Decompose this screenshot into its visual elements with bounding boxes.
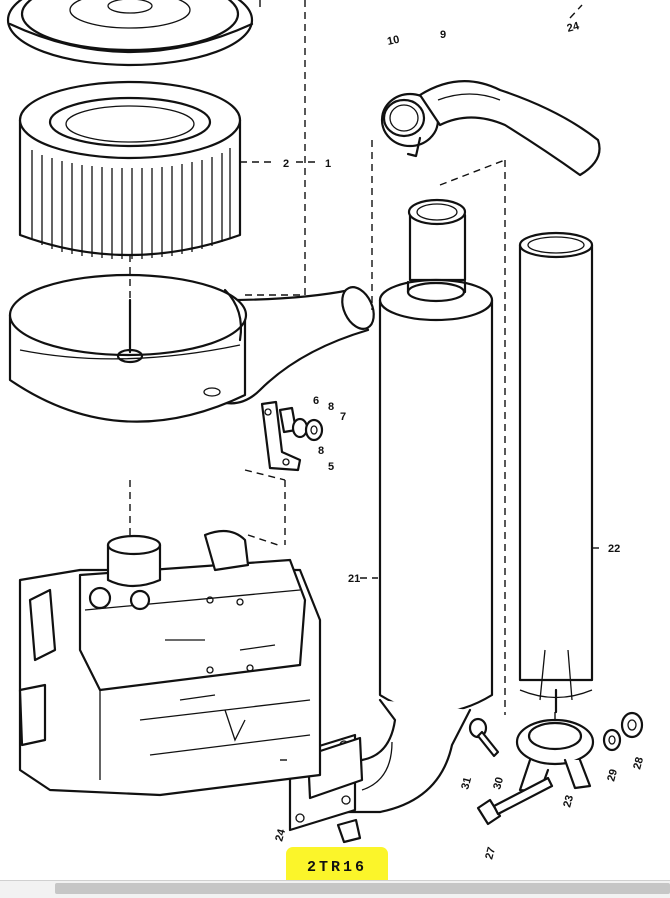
callout-27: 27 bbox=[483, 846, 498, 861]
callouts: 24 10 9 2 1 6 8 7 8 5 22 21 31 30 23 29 … bbox=[273, 20, 646, 861]
hose-clamp bbox=[380, 92, 440, 158]
bracket-assembly bbox=[260, 400, 324, 472]
filter-element bbox=[18, 80, 242, 259]
callout-24-top: 24 bbox=[566, 20, 582, 35]
tail-pipe bbox=[518, 231, 594, 714]
callout-5: 5 bbox=[328, 461, 334, 473]
callout-30: 30 bbox=[491, 776, 506, 791]
callout-10: 10 bbox=[386, 34, 400, 48]
engine-block bbox=[18, 529, 322, 797]
callout-29: 29 bbox=[605, 768, 620, 783]
callout-7: 7 bbox=[340, 411, 346, 423]
pipe-clamp bbox=[515, 711, 644, 794]
callout-6: 6 bbox=[313, 395, 319, 407]
air-cleaner-bowl bbox=[8, 273, 375, 423]
callout-24-bottom: 24 bbox=[273, 827, 288, 843]
callout-28: 28 bbox=[631, 756, 646, 771]
small-bolt bbox=[468, 717, 500, 758]
muffler bbox=[338, 198, 494, 814]
callout-8b: 8 bbox=[318, 445, 324, 457]
callout-23: 23 bbox=[561, 794, 576, 809]
callout-8a: 8 bbox=[328, 401, 334, 413]
elbow-hose bbox=[418, 80, 601, 177]
long-bolt bbox=[476, 776, 554, 826]
air-cleaner-cover bbox=[6, 0, 254, 67]
scrollbar-thumb[interactable] bbox=[55, 883, 670, 894]
callout-1: 1 bbox=[325, 158, 331, 170]
callout-21: 21 bbox=[348, 573, 360, 585]
callout-9: 9 bbox=[440, 29, 446, 41]
exploded-parts-diagram: 24 10 9 2 1 6 8 7 8 5 22 21 31 30 23 29 … bbox=[6, 0, 646, 861]
callout-22: 22 bbox=[608, 543, 620, 555]
callout-31: 31 bbox=[459, 776, 474, 791]
callout-2: 2 bbox=[283, 158, 289, 170]
assembly-lines bbox=[129, 0, 600, 761]
